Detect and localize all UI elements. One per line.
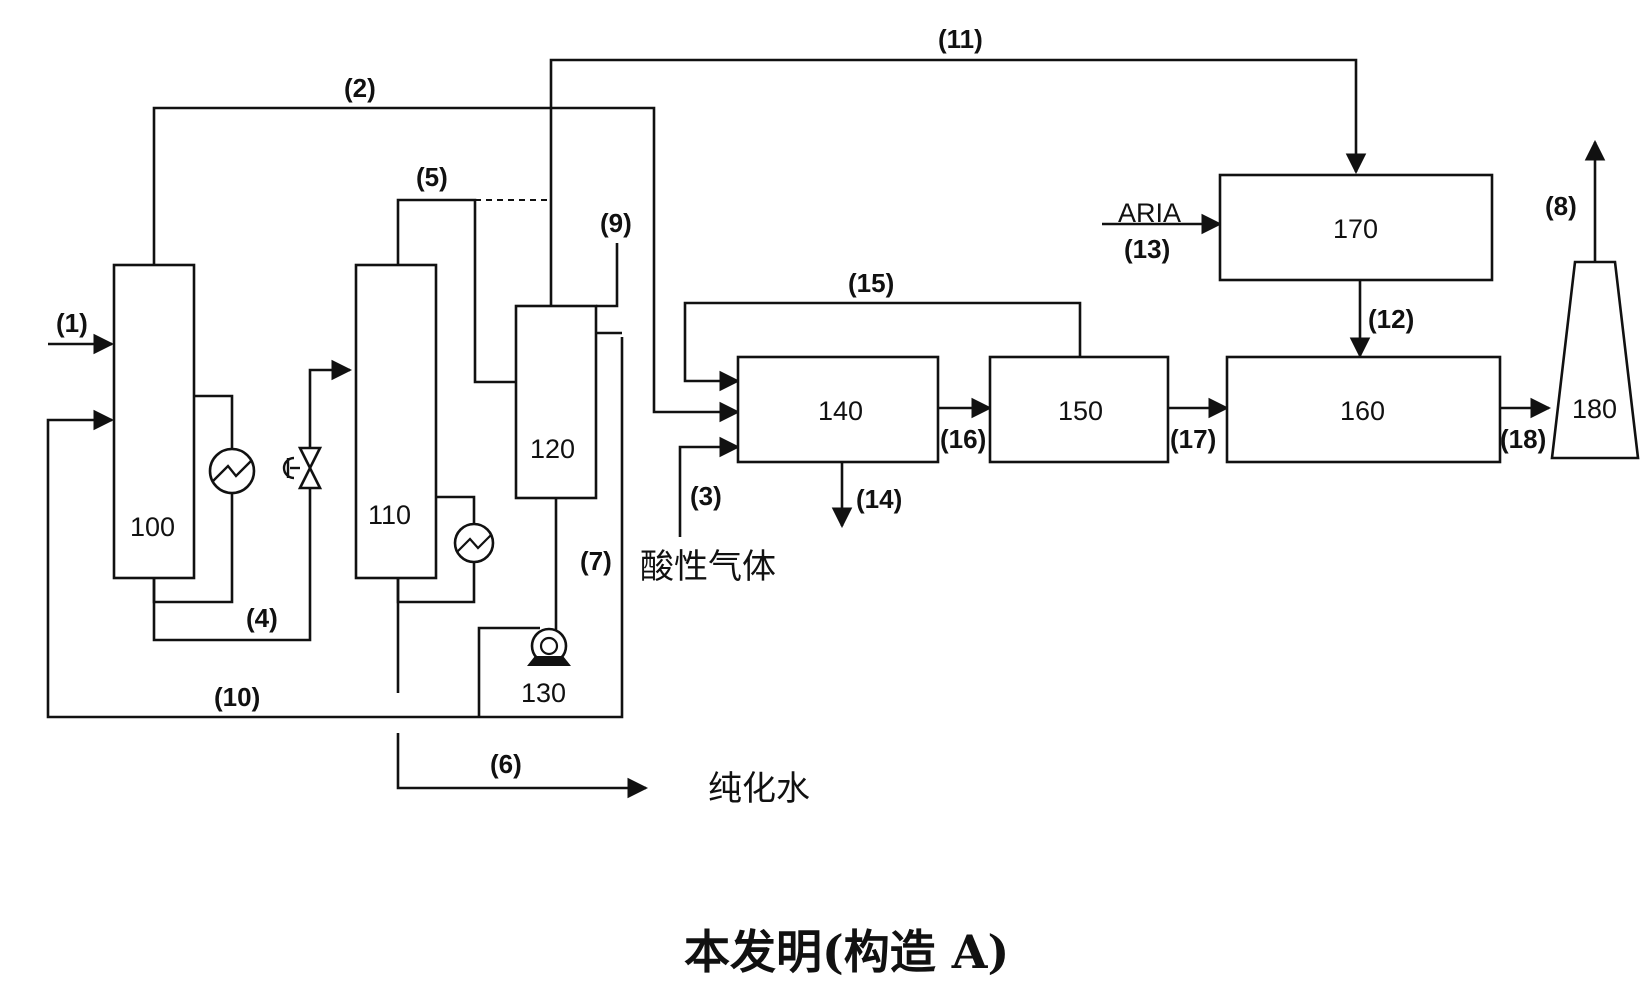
stream-label-15: (15) bbox=[848, 268, 894, 298]
stream-label-4: (4) bbox=[246, 603, 278, 633]
purified-water-label: 纯化水 bbox=[708, 769, 810, 809]
stream-label-6: (6) bbox=[490, 749, 522, 779]
unit-170-box bbox=[1218, 173, 1494, 282]
stream-label-17: (17) bbox=[1170, 424, 1216, 454]
stream-label-7: (7) bbox=[580, 546, 612, 576]
stream-label-18: (18) bbox=[1500, 424, 1546, 454]
unit-180-stack bbox=[1550, 260, 1640, 460]
unit-110-column bbox=[354, 263, 438, 580]
unit-120-label: 120 bbox=[530, 434, 575, 464]
unit-150-box bbox=[988, 355, 1170, 464]
figure-caption: 本发明(构造 A) bbox=[684, 925, 1009, 979]
stream-label-14: (14) bbox=[856, 484, 902, 514]
stream-label-1: (1) bbox=[56, 308, 88, 338]
acid-gas-label: 酸性气体 bbox=[640, 547, 776, 587]
stream-label-8: (8) bbox=[1545, 191, 1577, 221]
unit-120-column bbox=[514, 304, 598, 500]
stream-label-16: (16) bbox=[940, 424, 986, 454]
line-stream-4 bbox=[152, 359, 353, 642]
aria-label: ARIA bbox=[1118, 198, 1181, 228]
unit-140-box bbox=[736, 355, 940, 464]
unit-110-label: 110 bbox=[368, 500, 411, 530]
line-stream-15 bbox=[683, 301, 1082, 392]
heat-exchanger-icon bbox=[208, 447, 256, 495]
line-stream-6 bbox=[396, 733, 649, 799]
stream-label-9: (9) bbox=[600, 208, 632, 238]
unit-100-label: 100 bbox=[130, 512, 175, 542]
stream-label-13: (13) bbox=[1124, 234, 1170, 264]
stream-label-3: (3) bbox=[690, 481, 722, 511]
unit-180-label: 180 bbox=[1572, 394, 1617, 424]
stream-label-11: (11) bbox=[938, 24, 983, 54]
control-valve-icon bbox=[282, 446, 323, 490]
line-stream-2 bbox=[152, 106, 741, 423]
unit-170-label: 170 bbox=[1333, 214, 1378, 244]
stream-labels: (1) (2) (3) (4) (5) (6) (7) (8) (9) (10)… bbox=[56, 24, 1577, 779]
line-stream-9 bbox=[596, 243, 619, 308]
line-pump-loop bbox=[477, 626, 540, 717]
unit-160-box bbox=[1225, 355, 1502, 464]
reboiler-icon bbox=[453, 522, 495, 564]
equipment: 100 110 120 130 140 bbox=[112, 173, 1640, 708]
line-stream-11 bbox=[549, 58, 1367, 306]
line-stream-10 bbox=[46, 337, 624, 719]
stream-label-10: (10) bbox=[214, 682, 260, 712]
line-stream-3 bbox=[678, 436, 741, 537]
pump-130-icon bbox=[527, 627, 571, 666]
stream-label-2: (2) bbox=[344, 73, 376, 103]
unit-100-column bbox=[112, 263, 196, 580]
unit-140-label: 140 bbox=[818, 396, 863, 426]
unit-160-label: 160 bbox=[1340, 396, 1385, 426]
flow-lines bbox=[46, 58, 1606, 799]
stream-label-12: (12) bbox=[1368, 304, 1414, 334]
stream-label-5: (5) bbox=[416, 162, 448, 192]
unit-150-label: 150 bbox=[1058, 396, 1103, 426]
unit-130-label: 130 bbox=[521, 678, 566, 708]
